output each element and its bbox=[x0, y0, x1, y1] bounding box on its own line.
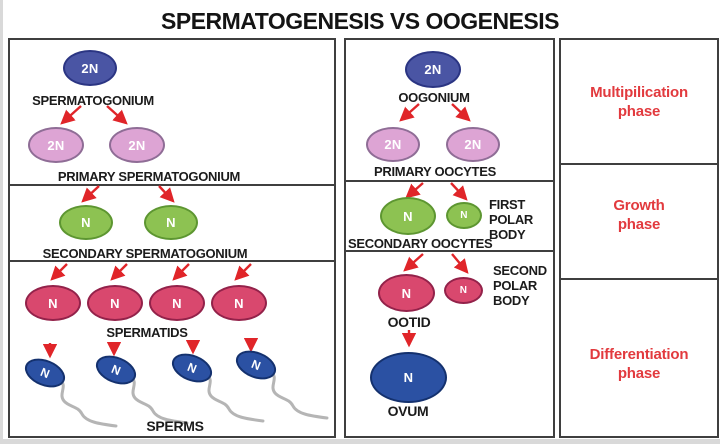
cell-primary-oocyte-1: 2N bbox=[366, 127, 420, 162]
label-primary-spermatogonium: PRIMARY SPERMATOGONIUM bbox=[57, 169, 241, 184]
note-second-polar-body: SECOND POLAR BODY bbox=[493, 263, 547, 308]
note-first-polar-body: FIRST POLAR BODY bbox=[489, 197, 533, 242]
cell-first-polar-body: N bbox=[446, 202, 482, 229]
sperm-cell: N bbox=[91, 350, 191, 427]
label-ootid: OOTID bbox=[387, 314, 431, 330]
cell-secondary-spermatogonium-2: N bbox=[144, 205, 198, 240]
phase-label-growth: Growth phase bbox=[559, 196, 719, 234]
note-line: FIRST bbox=[489, 197, 526, 212]
note-line: BODY bbox=[493, 293, 530, 308]
cell-spermatid-4: N bbox=[211, 285, 267, 321]
sperm-tail-icon bbox=[58, 378, 118, 428]
section-divider bbox=[346, 180, 553, 182]
sperm-tail-icon bbox=[269, 370, 329, 420]
cell-primary-spermatogonium-2: 2N bbox=[109, 127, 165, 163]
cell-ootid: N bbox=[378, 274, 435, 312]
phases-panel bbox=[559, 38, 719, 438]
cell-second-polar-body: N bbox=[444, 277, 483, 304]
sperm-ploidy-label: N bbox=[38, 364, 52, 382]
phase-line: phase bbox=[617, 365, 661, 382]
phase-line: phase bbox=[617, 103, 661, 120]
phase-label-differentiation: Differentiation phase bbox=[559, 345, 719, 383]
sperm-tail-icon bbox=[129, 375, 189, 425]
sperm-cell: N bbox=[231, 345, 331, 422]
cell-secondary-oocyte: N bbox=[380, 197, 436, 235]
note-line: SECOND bbox=[493, 263, 547, 278]
phase-line: Differentiation bbox=[589, 346, 689, 363]
label-secondary-oocytes: SECONDARY OOCYTES bbox=[348, 236, 493, 251]
label-sperms: SPERMS bbox=[146, 418, 204, 434]
note-line: POLAR bbox=[489, 212, 534, 227]
cell-spermatid-2: N bbox=[87, 285, 143, 321]
phase-line: phase bbox=[617, 216, 661, 233]
sperm-tail-icon bbox=[205, 373, 265, 423]
page-title: SPERMATOGENESIS VS OOGENESIS bbox=[161, 8, 559, 34]
label-spermatogonium: SPERMATOGONIUM bbox=[32, 93, 154, 108]
label-oogonium: OOGONIUM bbox=[398, 90, 470, 105]
sperm-ploidy-label: N bbox=[185, 359, 199, 377]
sperm-cell: N bbox=[167, 348, 267, 425]
label-spermatids: SPERMATIDS bbox=[106, 325, 188, 340]
cell-oogonium: 2N bbox=[405, 51, 461, 88]
phase-line: Multipilication bbox=[590, 84, 688, 101]
cell-primary-oocyte-2: 2N bbox=[446, 127, 500, 162]
section-divider bbox=[10, 184, 334, 186]
section-divider bbox=[10, 260, 334, 262]
label-secondary-spermatogonium: SECONDARY SPERMATOGONIUM bbox=[42, 246, 248, 261]
note-line: BODY bbox=[489, 227, 526, 242]
cell-spermatid-3: N bbox=[149, 285, 205, 321]
cell-secondary-spermatogonium-1: N bbox=[59, 205, 113, 240]
note-line: POLAR bbox=[493, 278, 538, 293]
label-ovum: OVUM bbox=[387, 403, 429, 419]
label-primary-oocytes: PRIMARY OOCYTES bbox=[374, 164, 496, 179]
sperm-ploidy-label: N bbox=[109, 361, 123, 379]
phase-line: Growth bbox=[613, 197, 665, 214]
section-divider bbox=[561, 163, 717, 165]
sperm-ploidy-label: N bbox=[249, 356, 263, 374]
sperm-cell: N bbox=[20, 353, 120, 430]
section-divider bbox=[561, 278, 717, 280]
cell-spermatid-1: N bbox=[25, 285, 81, 321]
phase-label-multiplication: Multipilication phase bbox=[559, 83, 719, 121]
cell-ovum: N bbox=[370, 352, 447, 403]
cell-spermatogonium: 2N bbox=[63, 50, 117, 86]
section-divider bbox=[346, 250, 553, 252]
cell-primary-spermatogonium-1: 2N bbox=[28, 127, 84, 163]
